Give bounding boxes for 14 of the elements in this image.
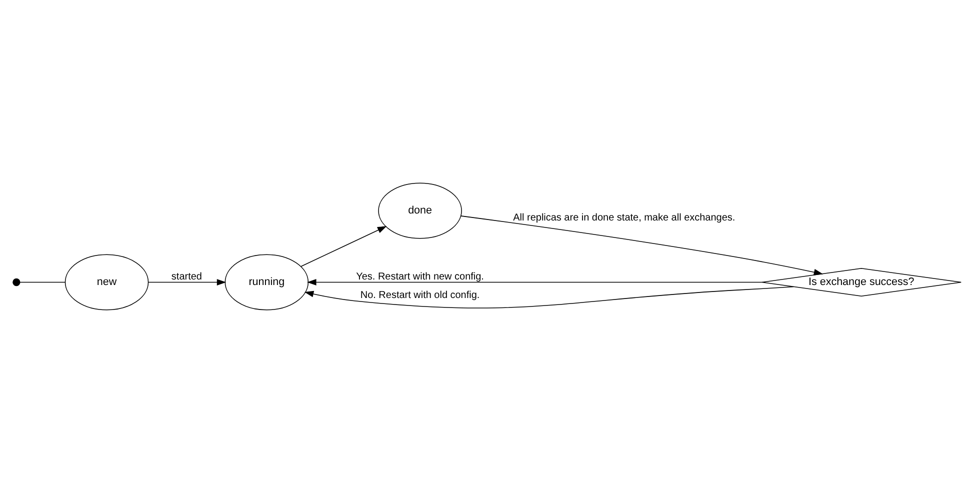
arrow bbox=[307, 279, 762, 286]
edge-label: started bbox=[171, 271, 202, 282]
connector bbox=[20, 282, 66, 283]
node-ellipse: new bbox=[64, 254, 149, 310]
node-ellipse: running bbox=[224, 254, 309, 310]
node-ellipse: done bbox=[378, 182, 462, 239]
arrow bbox=[304, 286, 794, 308]
arrow bbox=[460, 216, 824, 276]
edge-label: No. Restart with old config. bbox=[360, 290, 480, 301]
edge-label: Yes. Restart with new config. bbox=[356, 271, 484, 282]
arrow bbox=[300, 226, 387, 267]
edge-label: All replicas are in done state, make all exchanges. bbox=[513, 212, 736, 224]
node-circle bbox=[12, 278, 20, 286]
arrow bbox=[148, 279, 226, 286]
